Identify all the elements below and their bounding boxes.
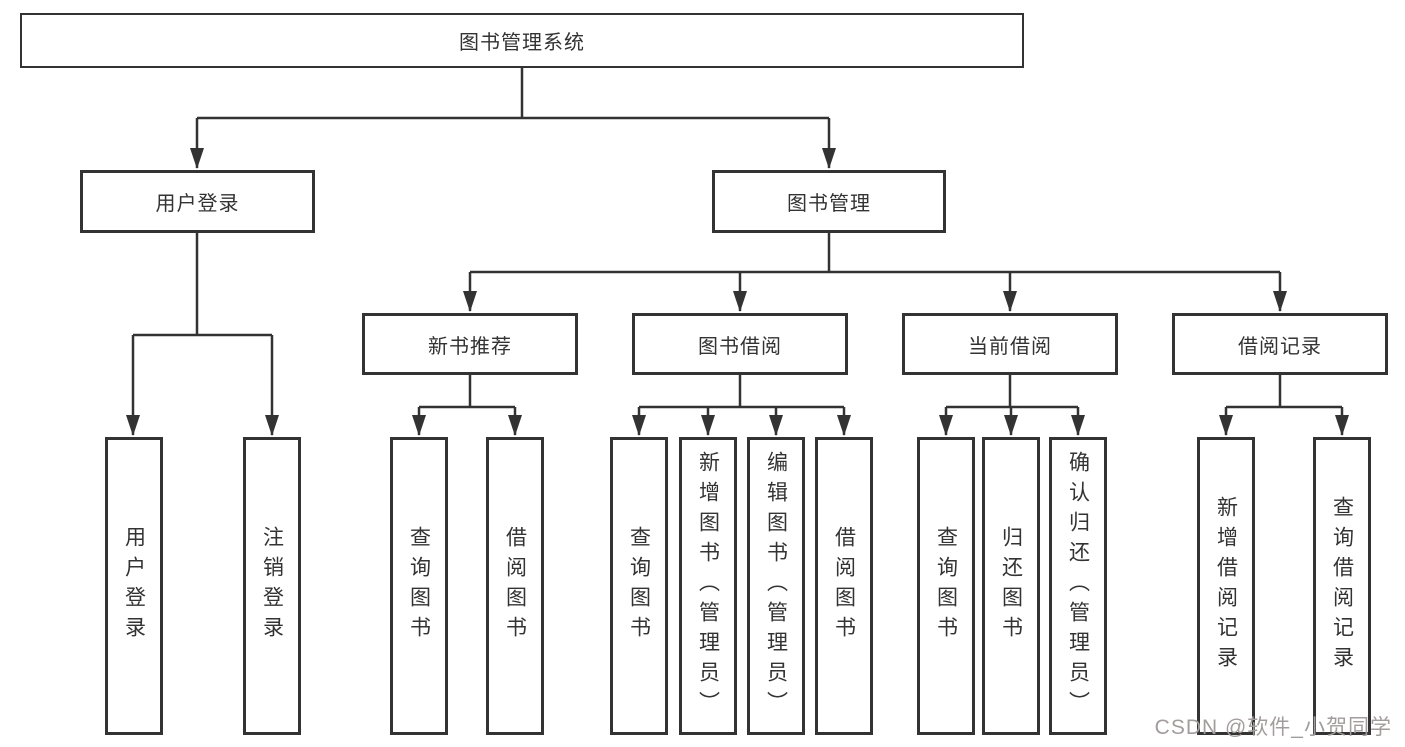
node-label: 图书管理系统 — [459, 32, 585, 54]
node-label: 图书借阅 — [698, 335, 782, 358]
leaf-label: 确认归还（管理员） — [1066, 451, 1090, 721]
node-library-management-system: 图书管理系统 — [20, 13, 1024, 68]
leaf-user-login: 用户登录 — [105, 437, 163, 735]
leaf-label: 查询图书 — [627, 526, 651, 646]
leaf-query-books-borrowing: 查询图书 — [610, 437, 668, 735]
leaf-label: 注销登录 — [260, 526, 284, 646]
leaf-label: 新增借阅记录 — [1214, 496, 1238, 676]
leaf-logout: 注销登录 — [243, 437, 301, 735]
node-borrowing-records: 借阅记录 — [1172, 313, 1388, 375]
leaf-confirm-return-admin: 确认归还（管理员） — [1049, 437, 1107, 735]
leaf-return-books: 归还图书 — [982, 437, 1040, 735]
leaf-label: 新增图书（管理员） — [696, 451, 720, 721]
node-label: 借阅记录 — [1238, 335, 1322, 358]
watermark: CSDN @软件_小贺同学 — [1154, 716, 1392, 739]
leaf-label: 查询图书 — [934, 526, 958, 646]
leaf-add-borrow-record: 新增借阅记录 — [1197, 437, 1255, 735]
leaf-borrow-books-recommend: 借阅图书 — [486, 437, 544, 735]
node-label: 当前借阅 — [968, 335, 1052, 358]
node-book-borrowing: 图书借阅 — [632, 313, 848, 375]
leaf-edit-book-admin: 编辑图书（管理员） — [747, 437, 805, 735]
leaf-borrow-books: 借阅图书 — [815, 437, 873, 735]
node-book-management: 图书管理 — [712, 170, 946, 233]
node-label: 用户登录 — [155, 193, 240, 215]
leaf-label: 归还图书 — [999, 526, 1023, 646]
node-label: 新书推荐 — [428, 335, 512, 358]
leaf-label: 用户登录 — [122, 526, 146, 646]
leaf-query-books-recommend: 查询图书 — [390, 437, 448, 735]
leaf-label: 借阅图书 — [832, 526, 856, 646]
leaf-label: 查询借阅记录 — [1330, 496, 1354, 676]
node-current-borrowing: 当前借阅 — [902, 313, 1118, 375]
leaf-add-book-admin: 新增图书（管理员） — [679, 437, 737, 735]
node-user-login: 用户登录 — [80, 170, 315, 233]
leaf-query-borrow-record: 查询借阅记录 — [1313, 437, 1371, 735]
leaf-label: 查询图书 — [407, 526, 431, 646]
node-new-book-recommendation: 新书推荐 — [362, 313, 578, 375]
leaf-label: 编辑图书（管理员） — [764, 451, 788, 721]
leaf-query-books-current: 查询图书 — [917, 437, 975, 735]
node-label: 图书管理 — [787, 193, 871, 215]
leaf-label: 借阅图书 — [503, 526, 527, 646]
